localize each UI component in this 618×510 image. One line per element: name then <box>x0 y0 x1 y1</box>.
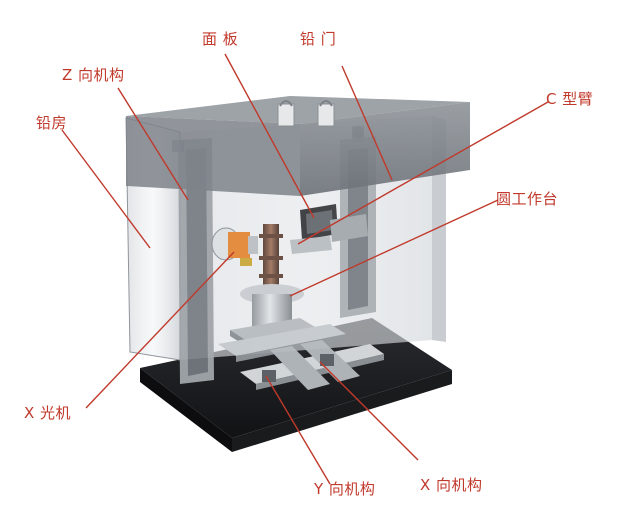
leader-x-mechanism <box>319 361 419 461</box>
leader-y-mechanism <box>265 375 331 485</box>
label-round-table: 圆工作台 <box>496 190 559 208</box>
leader-round-table <box>289 199 499 297</box>
label-c-arm: C 型臂 <box>546 90 594 108</box>
label-panel: 面 板 <box>202 30 239 48</box>
label-x-mechanism: X 向机构 <box>420 476 483 494</box>
leader-z-mechanism <box>117 87 189 201</box>
label-x-tube: X 光机 <box>24 404 72 422</box>
label-y-mechanism: Y 向机构 <box>314 480 376 498</box>
top-cover <box>126 96 470 196</box>
leader-lead-door <box>341 65 393 181</box>
leader-lines <box>61 53 549 485</box>
leader-x-tube <box>85 251 235 409</box>
leader-lead-room <box>61 129 151 249</box>
label-lead-door: 铅 门 <box>300 30 337 48</box>
label-z-mechanism: Z 向机构 <box>62 66 125 84</box>
leader-panel <box>224 53 315 219</box>
label-lead-room: 铅房 <box>36 114 68 132</box>
leader-c-arm <box>297 101 549 245</box>
